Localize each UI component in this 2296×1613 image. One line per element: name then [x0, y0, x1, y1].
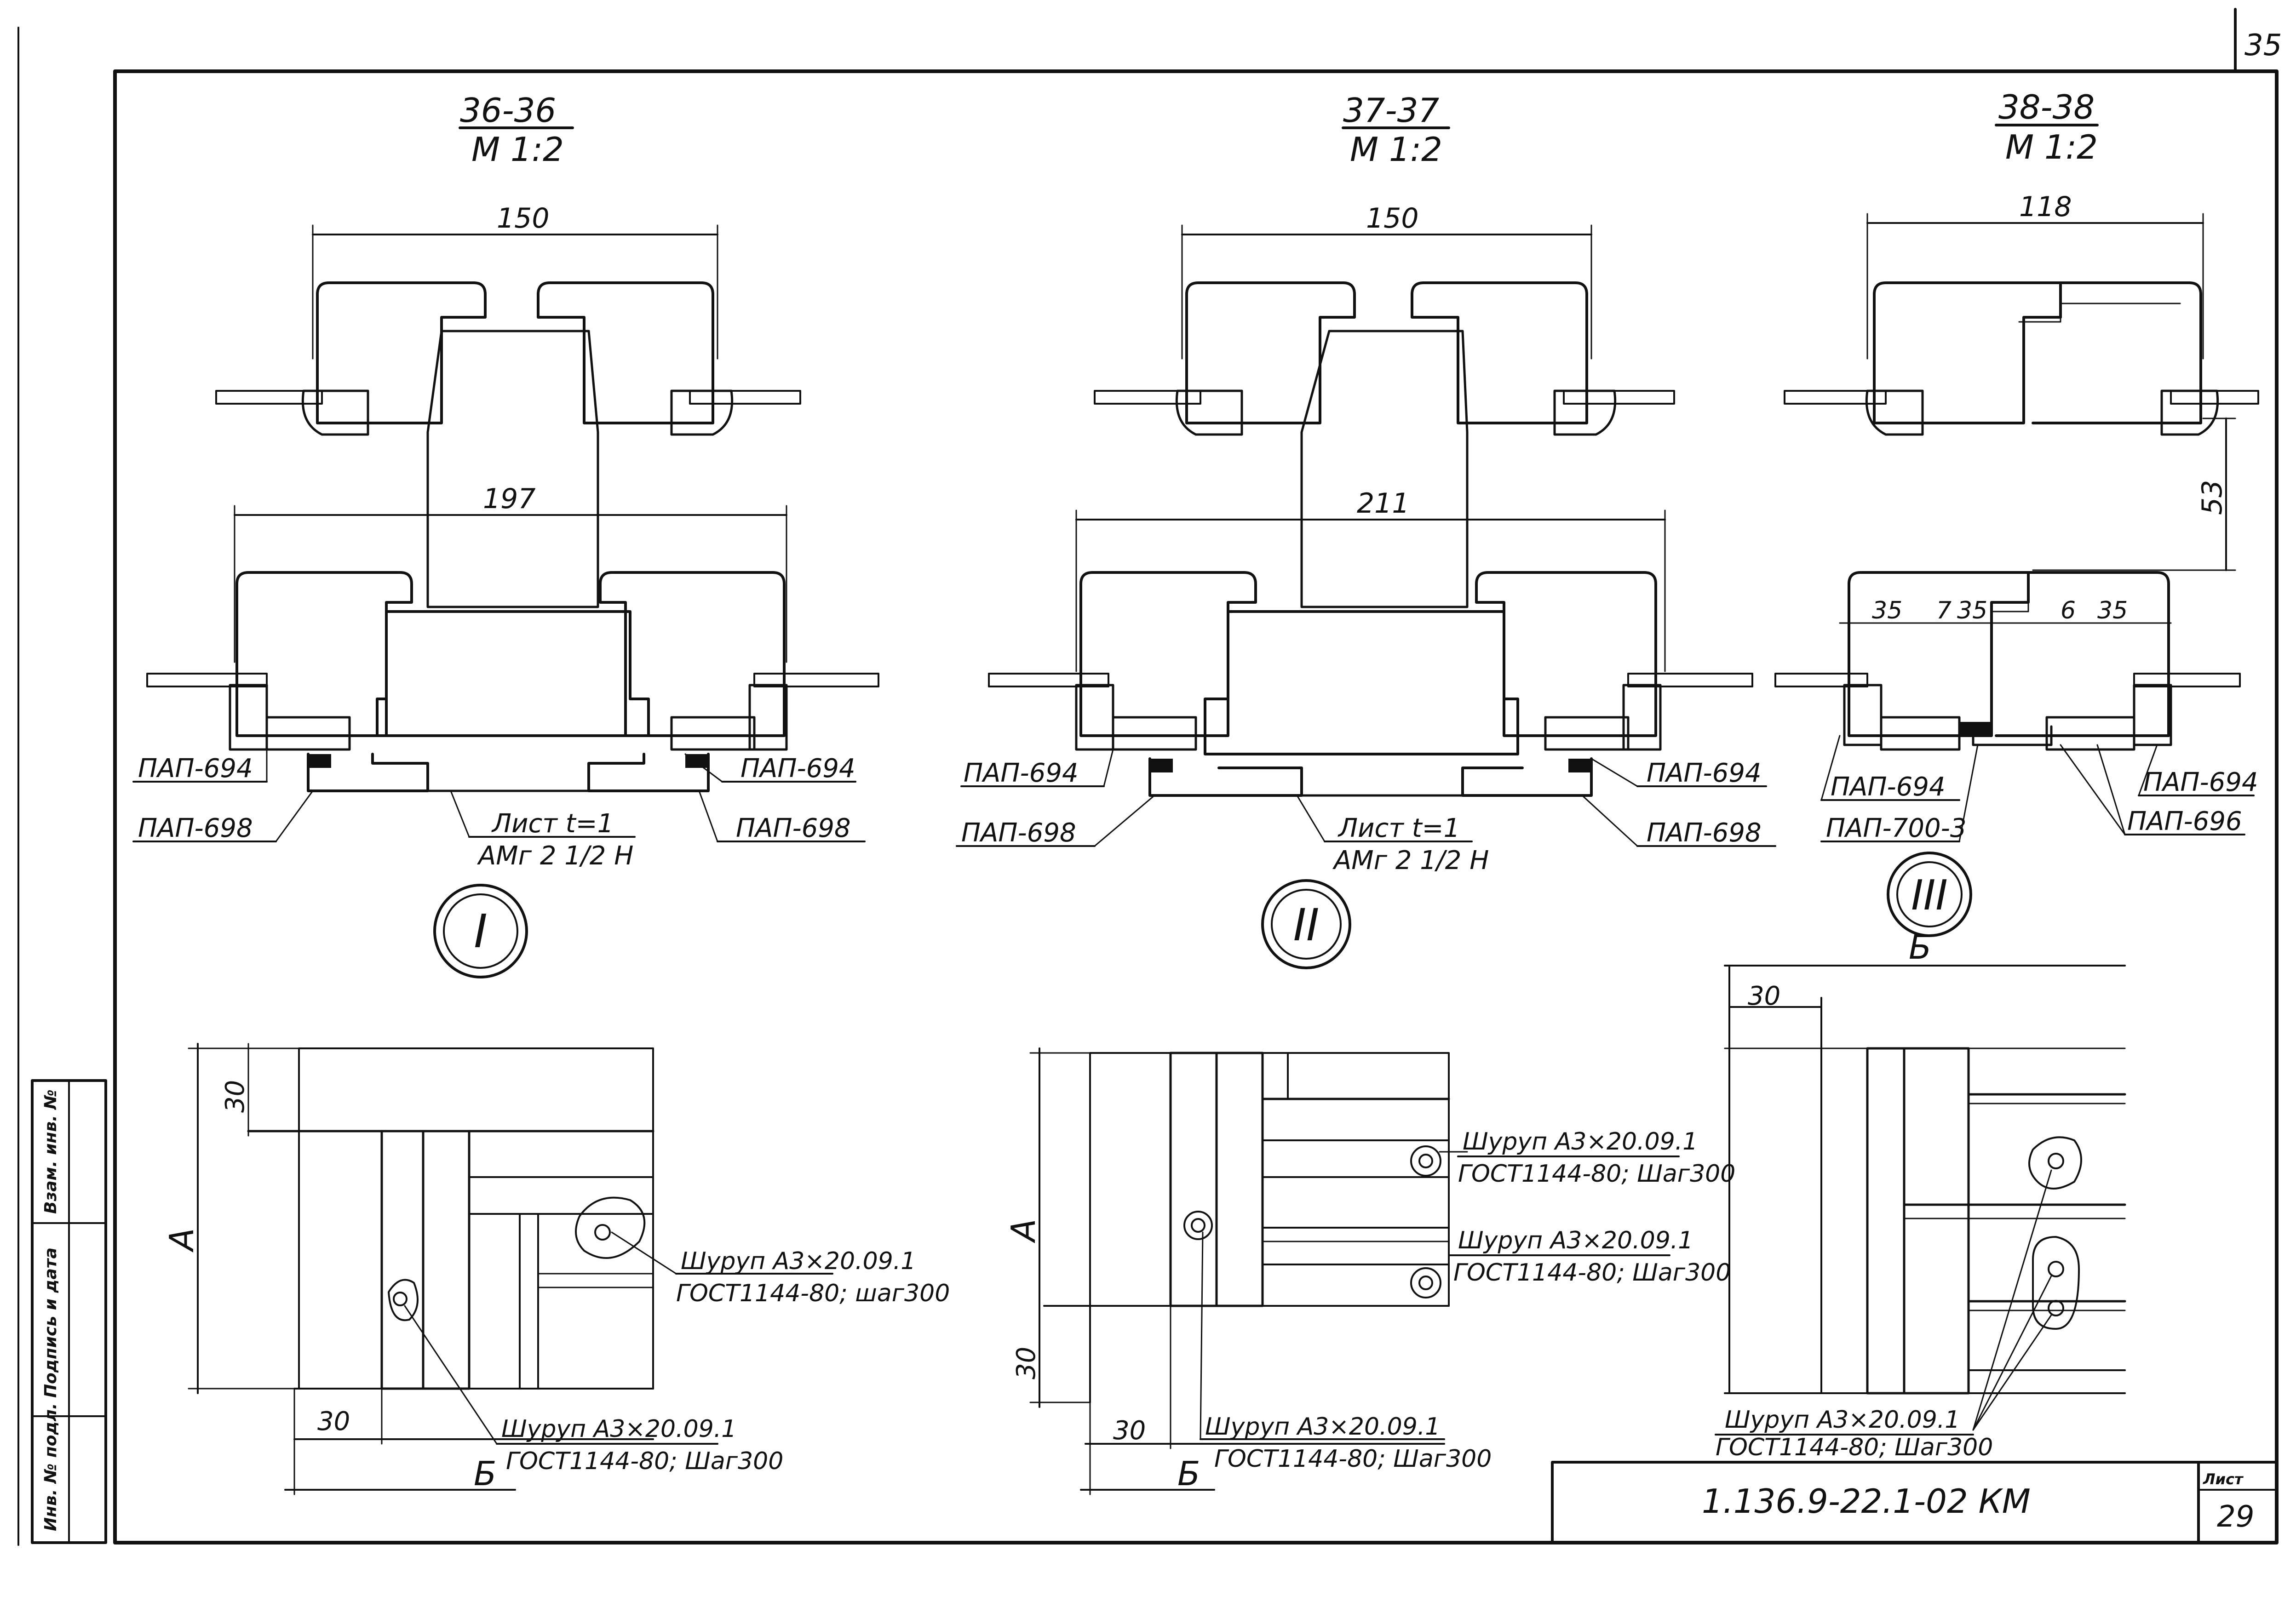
drawing-code: 1.136.9-22.1-02 КМ	[1702, 1482, 2031, 1521]
left-profile-label: ПАП-694	[964, 758, 1079, 788]
dim-30-bottom: 30	[1113, 1416, 1146, 1446]
section-title: 37-37	[1343, 91, 1439, 130]
roman-marker: I	[474, 904, 488, 958]
sub-dim-1: 35	[1872, 597, 1902, 624]
screw-line2: ГОСТ1144-80; Шаг300	[1716, 1434, 1993, 1461]
corner-page-number: 35	[2244, 29, 2282, 63]
sub-dim-3: 35	[1957, 597, 1987, 624]
left-profile2-label: ПАП-698	[961, 818, 1076, 848]
top-dimension: 150	[497, 202, 550, 235]
left-profile2-label: ПАП-700-3	[1826, 813, 1966, 843]
sheet-note-1: Лист t=1	[1337, 813, 1460, 843]
detail-2: Шуруп А3×20.09.1 ГОСТ1144-80; Шаг300 Шур…	[1004, 1047, 1735, 1495]
right-profile-label: ПАП-694	[1647, 758, 1762, 788]
detail-1: Шуруп А3×20.09.1 ГОСТ1144-80; шаг300 Шур…	[162, 1043, 950, 1495]
screw-1-line1: Шуруп А3×20.09.1	[681, 1247, 916, 1275]
sheet-label: Лист	[2203, 1470, 2244, 1488]
roman-marker: II	[1293, 899, 1320, 951]
screw-2-line2: ГОСТ1144-80; Шаг300	[506, 1447, 783, 1475]
section-scale: М 1:2	[471, 130, 564, 169]
sheet-note-2: АМг 2 1/2 Н	[1332, 846, 1489, 875]
screw-1-line2: ГОСТ1144-80; Шаг300	[1458, 1160, 1735, 1188]
sheet-note-2: АМг 2 1/2 Н	[477, 841, 633, 871]
right-profile-label: ПАП-694	[740, 754, 855, 784]
dim-a: А	[162, 1228, 201, 1253]
sheet-number: 29	[2217, 1500, 2254, 1534]
section-scale: М 1:2	[2005, 128, 2098, 166]
bottom-dimension: 197	[483, 483, 536, 515]
right-profile-label: ПАП-694	[2143, 767, 2258, 797]
right-profile2-label: ПАП-698	[1647, 818, 1762, 848]
sheet-note-1: Лист t=1	[491, 809, 614, 839]
sub-dim-5: 35	[2097, 597, 2128, 624]
screw-line1: Шуруп А3×20.09.1	[1725, 1406, 1960, 1434]
stamp-replace-inv: Взам. инв. №	[41, 1089, 60, 1214]
screw-1-line1: Шуруп А3×20.09.1	[1463, 1128, 1698, 1155]
left-profile-label: ПАП-694	[138, 754, 253, 784]
dim-30-top: 30	[220, 1080, 250, 1113]
sub-dim-2: 7	[1936, 597, 1952, 624]
section-scale: М 1:2	[1350, 130, 1442, 169]
top-dimension: 118	[2019, 191, 2072, 223]
stamp-signature-date: Подпись и дата	[41, 1247, 60, 1398]
side-dimension: 53	[2196, 480, 2228, 515]
roman-marker: III	[1911, 871, 1948, 920]
screw-3-line1: Шуруп А3×20.09.1	[1205, 1413, 1440, 1441]
dim-30-side: 30	[1011, 1347, 1041, 1379]
side-stamp: Инв. № подл. Подпись и дата Взам. инв. №	[31, 1079, 107, 1544]
screw-2-line1: Шуруп А3×20.09.1	[1458, 1227, 1693, 1254]
section-36: 36-36 М 1:2 150 197	[132, 91, 879, 978]
dim-30-bottom: 30	[317, 1407, 350, 1436]
dim-b: Б	[1909, 928, 1931, 967]
sub-dim-4: 6	[2061, 597, 2076, 624]
section-38: 38-38 М 1:2 118 53 35 7 35 6 35	[1774, 88, 2259, 937]
right-profile2-label: ПАП-698	[736, 813, 851, 843]
dim-b: Б	[1177, 1454, 1200, 1493]
left-profile2-label: ПАП-698	[138, 813, 253, 843]
dim-a: А	[1004, 1219, 1043, 1243]
dim-30-top: 30	[1748, 981, 1780, 1011]
screw-3-line2: ГОСТ1144-80; Шаг300	[1214, 1445, 1492, 1473]
screw-2-line2: ГОСТ1144-80; Шаг300	[1453, 1259, 1731, 1287]
stamp-inv-no: Инв. № подл.	[41, 1403, 60, 1531]
section-title: 38-38	[1998, 88, 2095, 126]
top-dimension: 150	[1366, 202, 1419, 235]
title-block: 1.136.9-22.1-02 КМ Лист 29	[1551, 1461, 2278, 1544]
dim-b: Б	[474, 1454, 496, 1493]
section-37: 37-37 М 1:2 150 211 ПАП-694	[956, 91, 1776, 969]
detail-3: Б 30 Шуруп А3×20.09.1 ГОСТ1144-80; Шаг30…	[1715, 928, 2126, 1461]
bottom-dimension: 211	[1357, 487, 1410, 520]
left-profile-label: ПАП-694	[1831, 772, 1946, 802]
section-title: 36-36	[460, 91, 556, 130]
screw-1-line2: ГОСТ1144-80; шаг300	[676, 1280, 950, 1307]
right-profile2-label: ПАП-696	[2127, 806, 2242, 836]
